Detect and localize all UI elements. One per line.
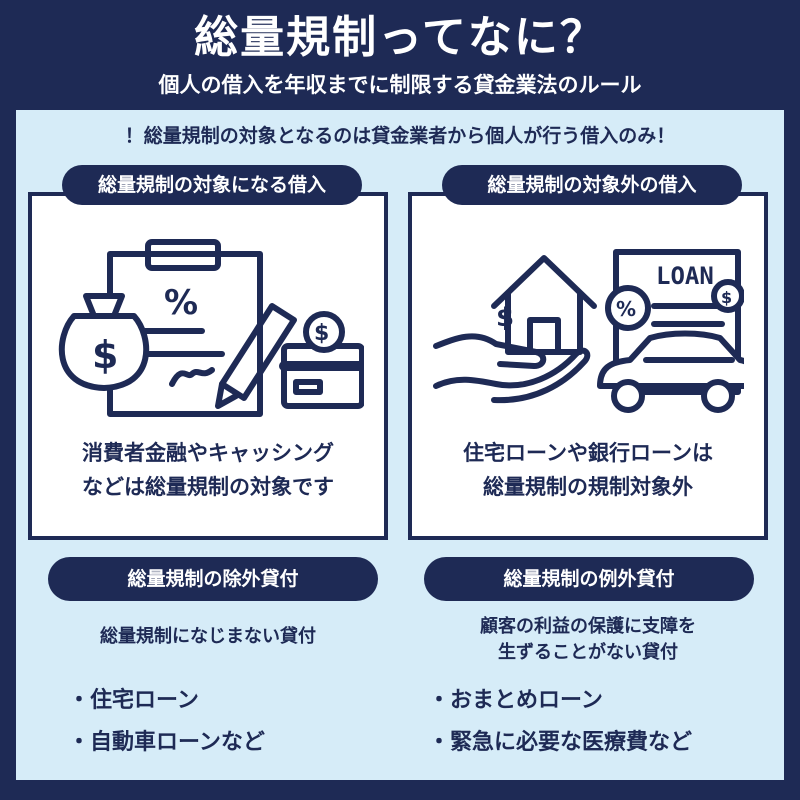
list-item: ・緊急に必要な医療費など xyxy=(428,730,693,755)
exception-list: ・おまとめローン ・緊急に必要な医療費など xyxy=(428,684,692,768)
card-label-exempt: 総量規制の対象外の借入 xyxy=(442,165,742,205)
section-lead-excluded: 総量規制になじまない貸付 xyxy=(100,626,316,647)
coin-icon xyxy=(303,311,345,353)
card-covered-loans: % $ $ 消費者金融やキャッシング などは総量規制の対象です xyxy=(28,192,388,540)
svg-text:$: $ xyxy=(496,303,514,333)
house-icon xyxy=(491,255,597,309)
list-item: ・住宅ローン xyxy=(68,688,199,713)
loan-text: LOAN xyxy=(656,262,714,290)
clipboard-money-illustration: % $ $ xyxy=(58,239,364,417)
section-lead-exception: 顧客の利益の保護に支障を 生ずることがない貸付 xyxy=(480,616,696,663)
svg-text:$: $ xyxy=(721,288,732,307)
page-subtitle: 個人の借入を年収までに制限する貸金業法のルール xyxy=(158,73,642,97)
list-item: ・おまとめローン xyxy=(428,688,603,713)
money-bag-icon xyxy=(58,313,150,391)
card-caption: 住宅ローンや銀行ローンは 総量規制の規制対象外 xyxy=(463,441,713,499)
svg-text:$: $ xyxy=(92,333,118,377)
house-car-illustration: LOAN $ % $ xyxy=(433,249,744,413)
hand-icon xyxy=(433,333,591,404)
content-panel: ！総量規制の対象となるのは貸金業者から個人が行う借入のみ！ xyxy=(16,110,784,780)
section-label-exception: 総量規制の例外貸付 xyxy=(424,557,754,601)
card-exempt-loans: LOAN $ % $ 住宅ローンや銀行ローンは 総量規制の規制対象外 xyxy=(408,192,768,540)
section-label-excluded: 総量規制の除外貸付 xyxy=(48,557,378,601)
credit-card-icon xyxy=(281,343,364,409)
card-caption: 消費者金融やキャッシング などは総量規制の対象です xyxy=(82,441,334,499)
svg-text:%: % xyxy=(616,297,636,321)
list-item: ・自動車ローンなど xyxy=(68,730,265,755)
page-title: 総量規制ってなに？ xyxy=(194,12,606,63)
card-label-covered: 総量規制の対象になる借入 xyxy=(62,165,362,205)
svg-text:$: $ xyxy=(314,321,329,346)
svg-text:%: % xyxy=(164,283,198,323)
notice-text: ！総量規制の対象となるのは貸金業者から個人が行う借入のみ！ xyxy=(124,125,676,147)
pencil-icon xyxy=(219,303,297,401)
excluded-list: ・住宅ローン ・自動車ローンなど xyxy=(68,684,265,768)
